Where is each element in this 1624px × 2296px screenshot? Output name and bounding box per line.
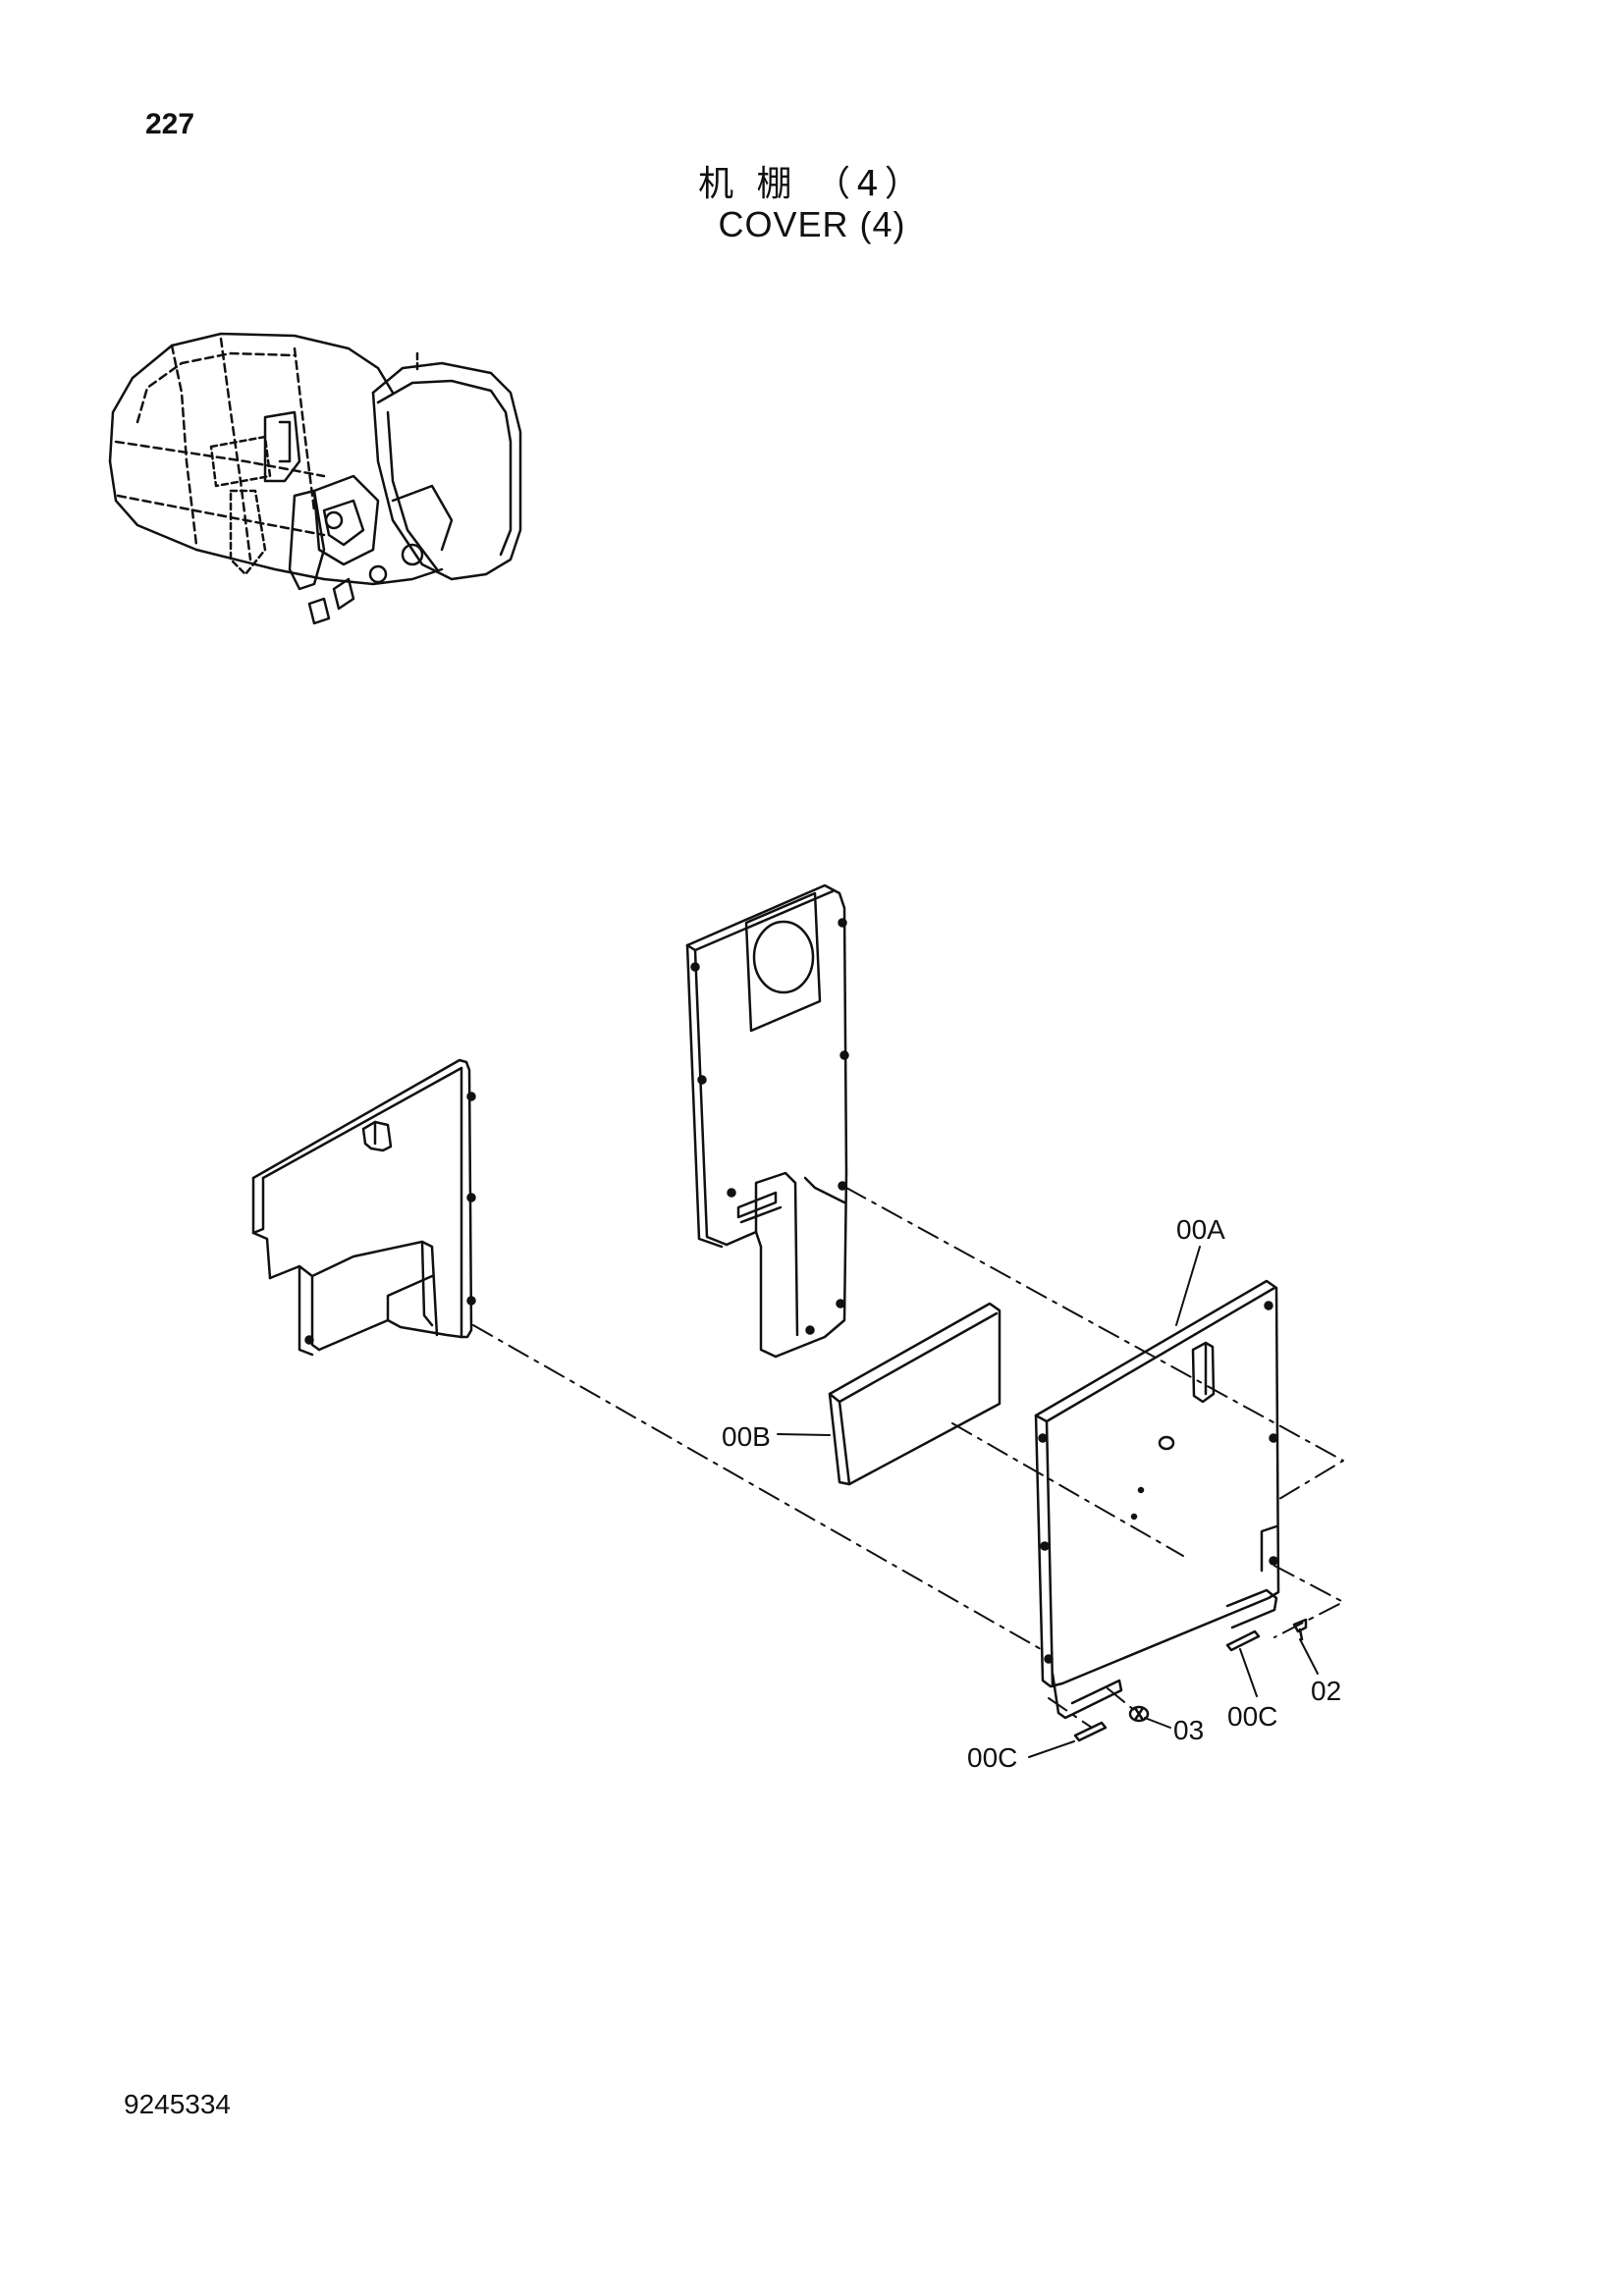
callout-00C-left: 00C bbox=[967, 1742, 1017, 1773]
leader-00C-right bbox=[1239, 1648, 1258, 1697]
small-parts bbox=[1073, 1618, 1308, 1742]
pad-00B bbox=[828, 1302, 1001, 1486]
callout-00B: 00B bbox=[722, 1421, 771, 1452]
callout-00A: 00A bbox=[1176, 1214, 1225, 1245]
callout-00C-right: 00C bbox=[1227, 1701, 1277, 1732]
leader-lines bbox=[777, 1246, 1319, 1758]
center-tall-panel bbox=[685, 883, 849, 1359]
leader-02 bbox=[1299, 1638, 1319, 1675]
leader-00C-left bbox=[1028, 1740, 1075, 1758]
title-chinese: 机 棚 （4） bbox=[698, 164, 926, 204]
callout-02: 02 bbox=[1311, 1676, 1341, 1706]
leader-03 bbox=[1144, 1717, 1171, 1729]
location-overview bbox=[108, 332, 522, 625]
panel-00A bbox=[1034, 1279, 1280, 1720]
assembly-lines bbox=[472, 1187, 1344, 1729]
leader-00B bbox=[777, 1433, 831, 1436]
document-number: 9245334 bbox=[124, 2089, 232, 2119]
page-number: 227 bbox=[145, 108, 195, 140]
title-english: COVER (4) bbox=[718, 204, 906, 244]
leader-00A bbox=[1175, 1246, 1201, 1326]
left-cover-panel bbox=[251, 1058, 476, 1357]
callout-03: 03 bbox=[1173, 1715, 1204, 1745]
